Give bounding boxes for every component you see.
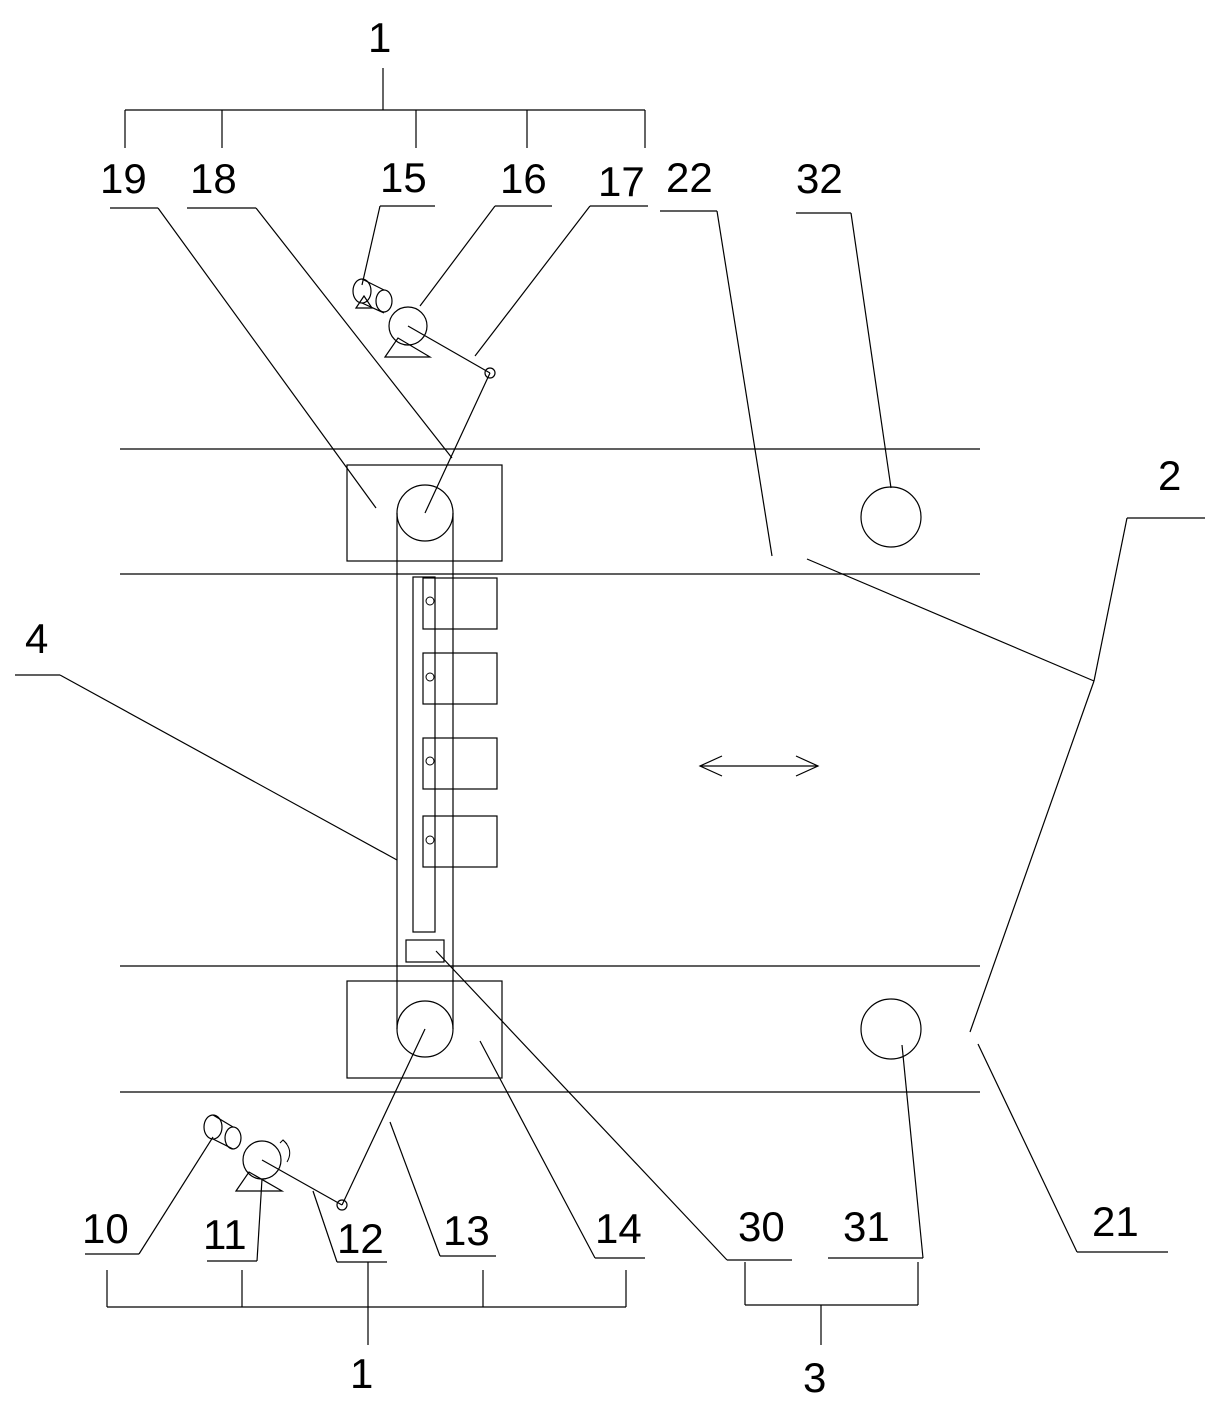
- belt: [396, 513, 454, 1029]
- label-21: 21: [1092, 1198, 1139, 1245]
- bottom-group-bracket: [106, 1262, 627, 1345]
- lower-carriage-block: [346, 980, 503, 1079]
- upper-crank-pin: [484, 367, 496, 379]
- label-bottom-group: 1: [350, 1350, 373, 1397]
- cleaning-head-1: [422, 577, 498, 630]
- upper-motor-icon: [352, 278, 393, 314]
- lower-wheel: [860, 998, 922, 1060]
- lower-link-rod: [341, 1028, 426, 1206]
- upper-wheel: [860, 486, 922, 548]
- label-19: 19: [100, 155, 147, 202]
- label-16: 16: [500, 155, 547, 202]
- upper-link-rod: [424, 372, 491, 514]
- group3-bracket: [744, 1262, 919, 1345]
- label-group3: 3: [803, 1354, 826, 1401]
- cleaning-head-4: [422, 815, 498, 868]
- upper-carriage-block: [346, 464, 503, 562]
- label-top-group: 1: [368, 14, 391, 61]
- label-18: 18: [190, 155, 237, 202]
- lower-motor-icon: [203, 1114, 242, 1150]
- label-31: 31: [843, 1203, 890, 1250]
- leader-lines: [15, 205, 1205, 1263]
- label-30: 30: [738, 1203, 785, 1250]
- cleaning-head-3: [422, 737, 498, 790]
- label-11: 11: [203, 1211, 247, 1258]
- lower-rail: [120, 965, 980, 1093]
- upper-rail: [120, 448, 980, 575]
- label-14: 14: [595, 1205, 642, 1252]
- lower-crank-arm: [261, 1159, 343, 1206]
- label-15: 15: [380, 154, 427, 201]
- label-2: 2: [1158, 452, 1181, 499]
- lower-reducer-icon: [234, 1139, 291, 1192]
- top-group-bracket: [124, 68, 646, 148]
- travel-direction-arrow-icon: [698, 755, 820, 777]
- label-10: 10: [82, 1205, 129, 1252]
- label-4: 4: [25, 615, 48, 662]
- label-12: 12: [337, 1215, 384, 1262]
- cleaning-head-2: [422, 652, 498, 705]
- label-17: 17: [598, 158, 645, 205]
- upper-crank-arm: [407, 325, 491, 374]
- label-13: 13: [443, 1207, 490, 1254]
- label-32: 32: [796, 155, 843, 202]
- label-22: 22: [666, 154, 713, 201]
- upper-reducer-icon: [383, 306, 433, 358]
- sensor-box: [405, 939, 445, 963]
- lower-crank-pin: [336, 1199, 348, 1211]
